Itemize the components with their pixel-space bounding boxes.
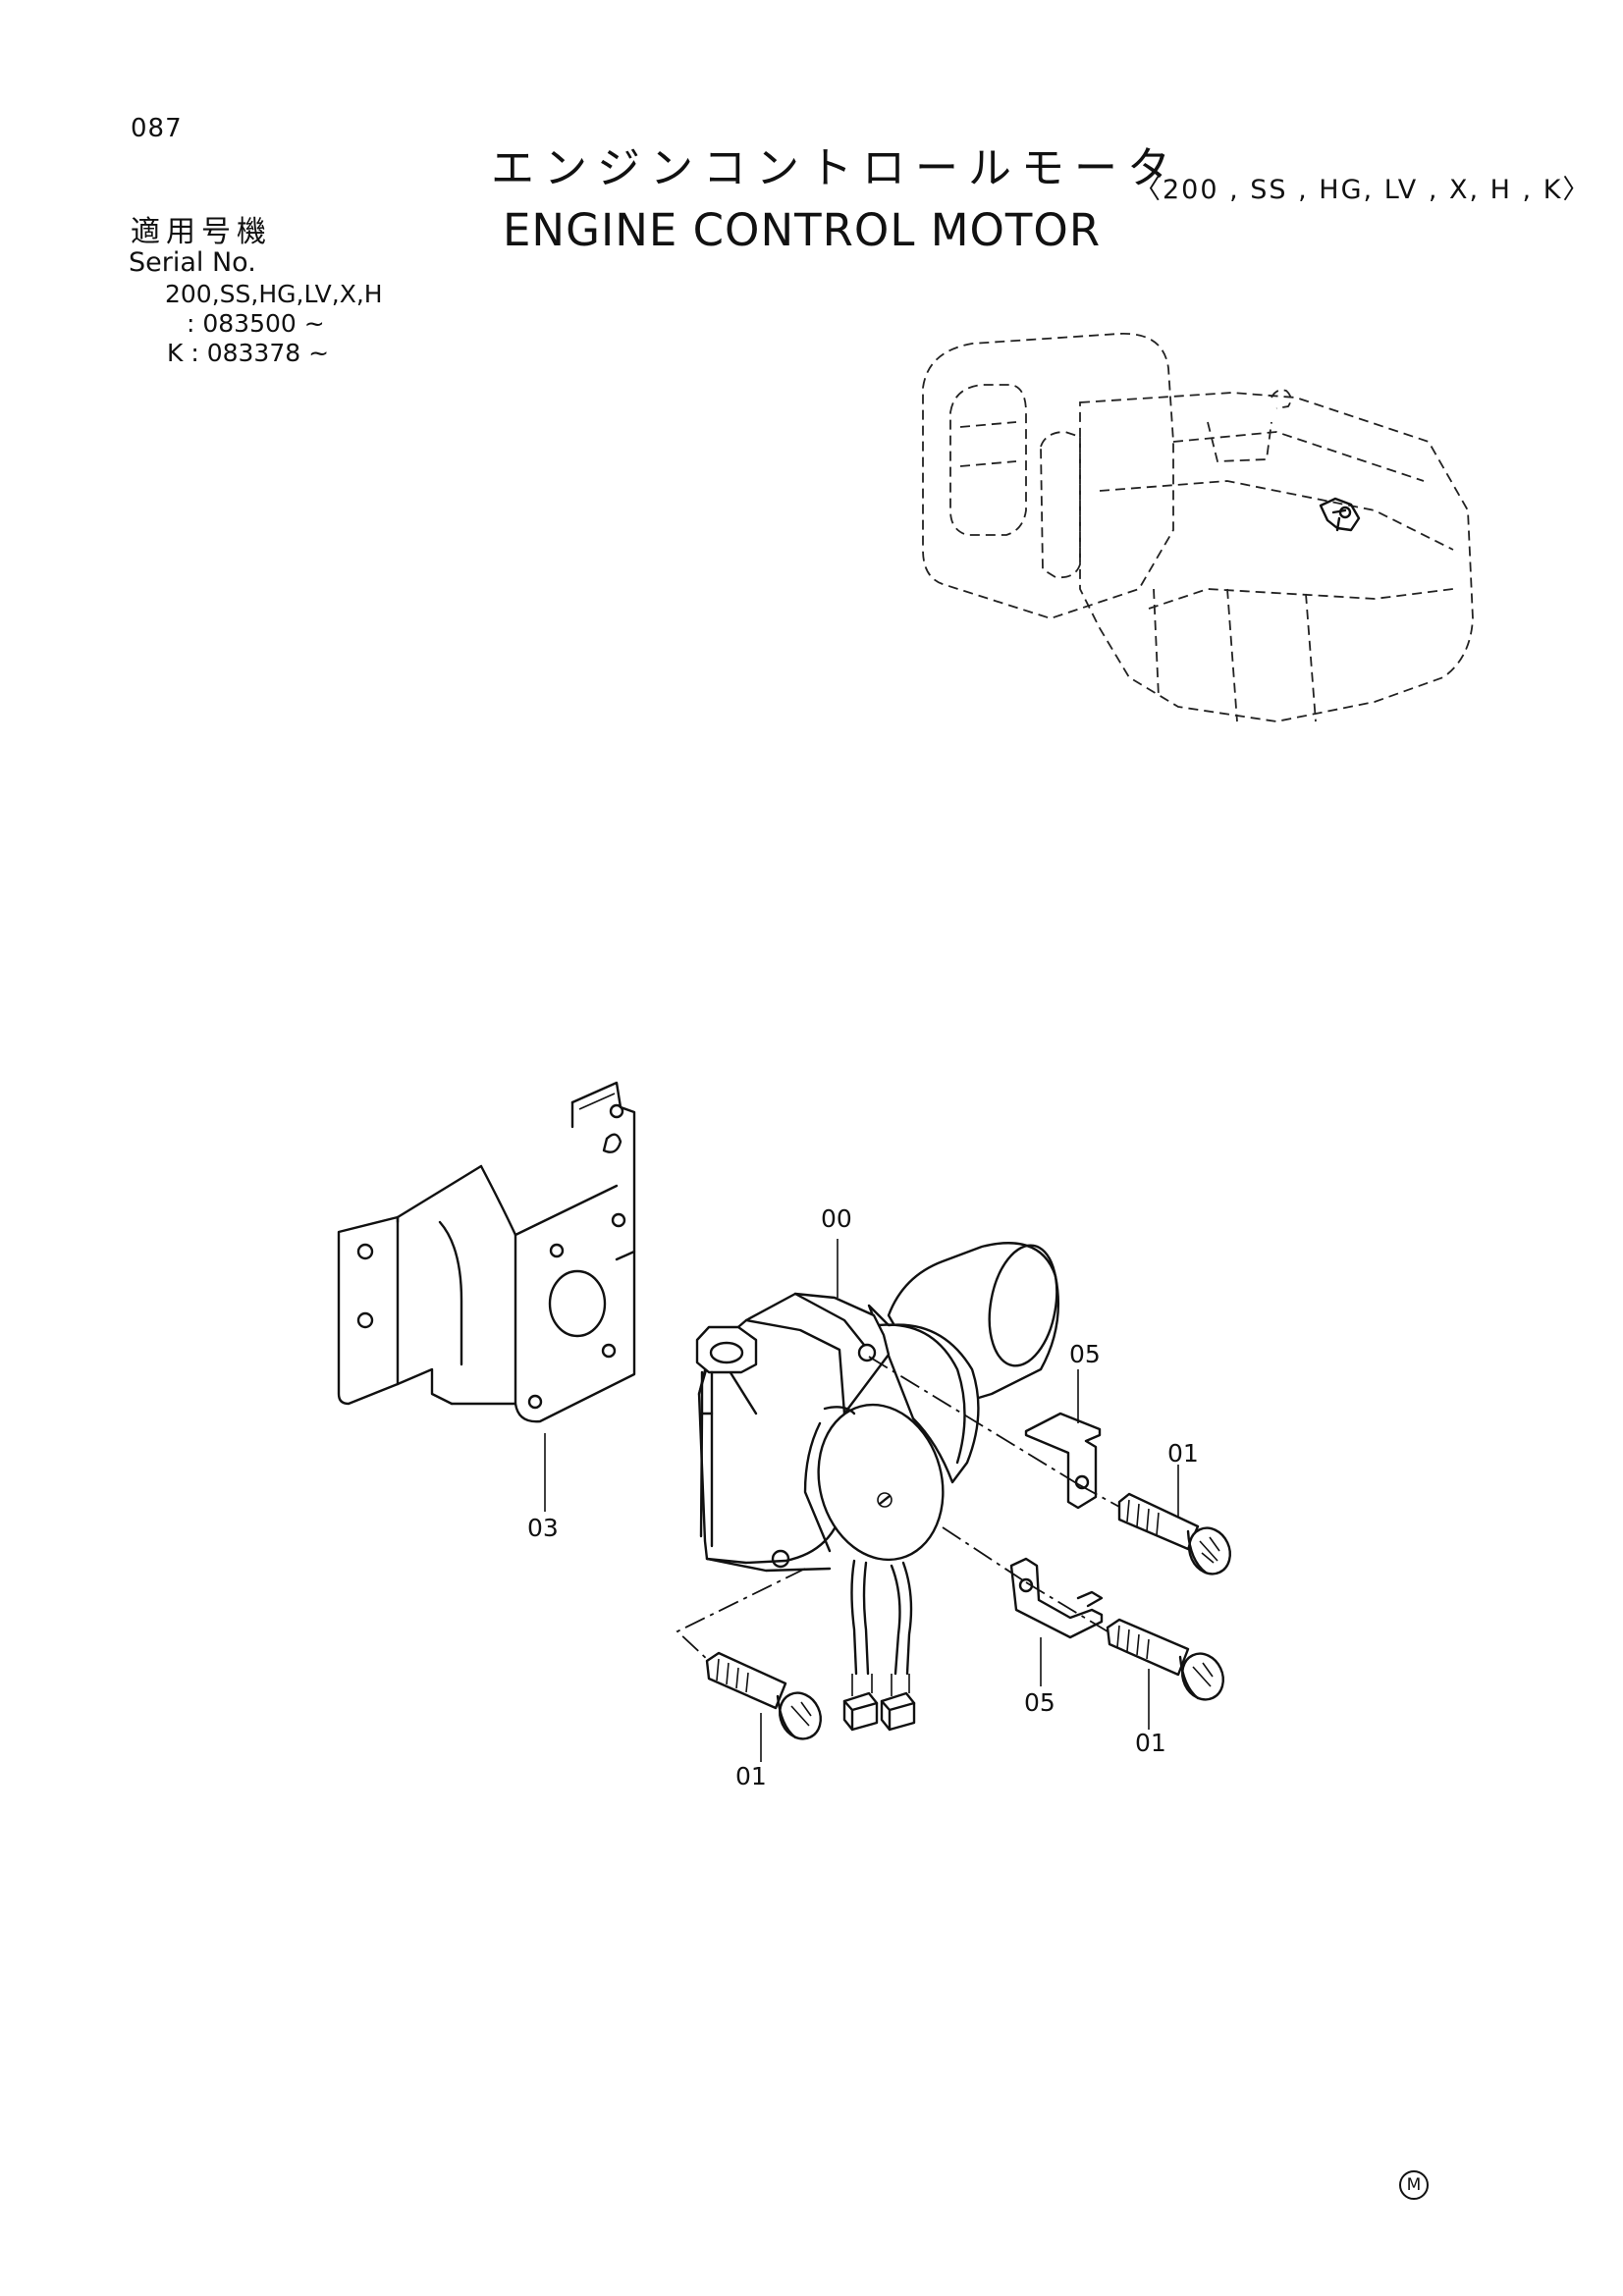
- title-model-range: 〈200 , SS , HG, LV , X, H , K〉: [1134, 175, 1592, 205]
- bracket-05-upper: [1024, 1369, 1102, 1510]
- callout-bolt-upper: 01: [1167, 1439, 1199, 1468]
- serial-label-japanese: 適用号機: [131, 215, 272, 249]
- callout-bolt-lower-left: 01: [735, 1762, 767, 1790]
- manufacturer-mark: M: [1399, 2170, 1429, 2200]
- machine-locator-illustration: [922, 333, 1474, 722]
- bolt-01-upper: [1117, 1465, 1231, 1575]
- page-number: 087: [131, 114, 183, 143]
- serial-range-main: : 083500 ~: [187, 309, 325, 338]
- title-english: ENGINE CONTROL MOTOR: [503, 204, 1102, 256]
- callout-bracket-upper: 05: [1069, 1340, 1101, 1368]
- mount-plate-03: [337, 1081, 636, 1512]
- assembly-center-lines: [676, 1356, 1120, 1662]
- bracket-05-lower: [1009, 1557, 1104, 1686]
- callout-bracket-lower: 05: [1024, 1688, 1055, 1717]
- serial-label: Serial No.: [129, 247, 256, 278]
- callout-motor: 00: [821, 1204, 852, 1233]
- motor-assembly-00: [695, 1239, 1060, 1732]
- callout-bolt-lower-right: 01: [1135, 1729, 1166, 1757]
- serial-range-k: K : 083378 ~: [167, 339, 330, 367]
- title-japanese: エンジンコントロールモータ: [491, 143, 1180, 193]
- callout-mount-plate: 03: [527, 1514, 559, 1542]
- bolt-01-lower-left: [705, 1651, 822, 1762]
- bolt-01-lower-right: [1106, 1618, 1224, 1730]
- serial-models: 200,SS,HG,LV,X,H: [165, 280, 383, 308]
